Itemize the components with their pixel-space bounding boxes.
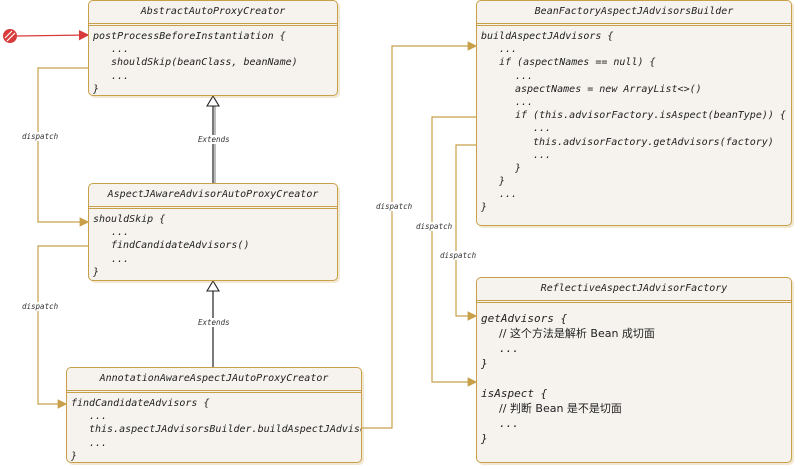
code-line: if (aspectNames == null) { xyxy=(499,57,656,69)
dispatch-label: dispatch xyxy=(20,302,61,311)
code-line: ... xyxy=(533,149,552,161)
code-line: ... xyxy=(533,123,552,135)
code-line: } xyxy=(93,266,100,278)
code-line: ... xyxy=(499,44,518,56)
code-line: buildAspectJAdvisors { xyxy=(481,31,614,42)
dispatch-connector-1 xyxy=(37,67,90,227)
code-comment: // 判断 Bean 是不是切面 xyxy=(499,402,622,415)
code-line: ... xyxy=(499,189,518,201)
code-line: this.aspectJAdvisorsBuilder.buildAspectJ… xyxy=(89,424,362,436)
class-title: ReflectiveAspectJAdvisorFactory xyxy=(477,278,791,303)
code-line: ... xyxy=(89,437,108,449)
code-line: } xyxy=(481,357,488,370)
class-body: getAdvisors { // 这个方法是解析 Bean 成切面 ... } … xyxy=(477,303,791,450)
extends-arrow-2 xyxy=(206,279,220,368)
class-body: buildAspectJAdvisors { ... if (aspectNam… xyxy=(477,26,791,219)
dispatch-label: dispatch xyxy=(438,251,479,260)
code-line: ... xyxy=(499,342,519,355)
code-line: getAdvisors { xyxy=(481,312,568,325)
class-box-aspectj-aware-advisor-auto-proxy-creator: AspectJAwareAdvisorAutoProxyCreator shou… xyxy=(88,183,338,281)
code-line: } xyxy=(499,176,506,188)
code-line: ... xyxy=(499,417,519,430)
class-body: findCandidateAdvisors { ... this.aspectJ… xyxy=(67,393,362,462)
class-title: AspectJAwareAdvisorAutoProxyCreator xyxy=(89,184,337,209)
code-line: ... xyxy=(515,70,534,82)
code-line: aspectNames = new ArrayList<>() xyxy=(515,83,702,95)
code-line: this.advisorFactory.getAdvisors(factory) xyxy=(533,136,774,148)
code-line: ... xyxy=(111,253,130,265)
class-body: shouldSkip { ... findCandidateAdvisors()… xyxy=(89,209,337,280)
class-body: postProcessBeforeInstantiation { ... sho… xyxy=(89,26,337,95)
class-box-abstract-auto-proxy-creator: AbstractAutoProxyCreator postProcessBefo… xyxy=(88,0,338,96)
entry-arrow xyxy=(16,29,90,41)
class-title: BeanFactoryAspectJAdvisorsBuilder xyxy=(477,1,791,26)
code-line: } xyxy=(481,202,488,214)
code-line: findCandidateAdvisors { xyxy=(71,398,210,409)
code-line: ... xyxy=(515,96,534,108)
code-line: ... xyxy=(111,70,130,82)
extends-arrow-1 xyxy=(206,94,220,185)
code-line: } xyxy=(515,162,522,174)
class-box-annotation-aware-aspectj-auto-proxy-creator: AnnotationAwareAspectJAutoProxyCreator f… xyxy=(66,367,362,463)
class-box-reflective-aspectj-advisor-factory: ReflectiveAspectJAdvisorFactory getAdvis… xyxy=(476,277,792,463)
code-line: } xyxy=(481,432,488,445)
dispatch-label: dispatch xyxy=(414,222,455,231)
code-line: isAspect { xyxy=(481,387,548,400)
extends-label: Extends xyxy=(196,135,232,144)
dispatch-connector-2 xyxy=(37,245,90,409)
extends-label: Extends xyxy=(196,318,232,327)
code-line: findCandidateAdvisors() xyxy=(111,240,250,252)
code-line: postProcessBeforeInstantiation { xyxy=(93,31,286,42)
code-line: } xyxy=(93,83,100,95)
dispatch-connector-3 xyxy=(362,41,478,429)
code-line: shouldSkip(beanClass, beanName) xyxy=(111,57,298,69)
dispatch-connector-4 xyxy=(431,116,512,387)
class-title: AbstractAutoProxyCreator xyxy=(89,1,337,26)
code-line: ... xyxy=(89,411,108,423)
code-line: ... xyxy=(111,227,130,239)
start-node-icon xyxy=(3,29,17,43)
code-comment: // 这个方法是解析 Bean 成切面 xyxy=(499,327,655,340)
code-line: if (this.advisorFactory.isAspect(beanTyp… xyxy=(515,110,786,122)
dispatch-label: dispatch xyxy=(20,132,61,141)
class-box-bean-factory-aspectj-advisors-builder: BeanFactoryAspectJAdvisorsBuilder buildA… xyxy=(476,0,792,226)
code-line: } xyxy=(71,450,78,462)
code-line xyxy=(481,371,787,386)
class-title: AnnotationAwareAspectJAutoProxyCreator xyxy=(67,368,361,393)
code-line: shouldSkip { xyxy=(93,214,166,225)
dispatch-label: dispatch xyxy=(374,202,415,211)
code-line: ... xyxy=(111,44,130,56)
